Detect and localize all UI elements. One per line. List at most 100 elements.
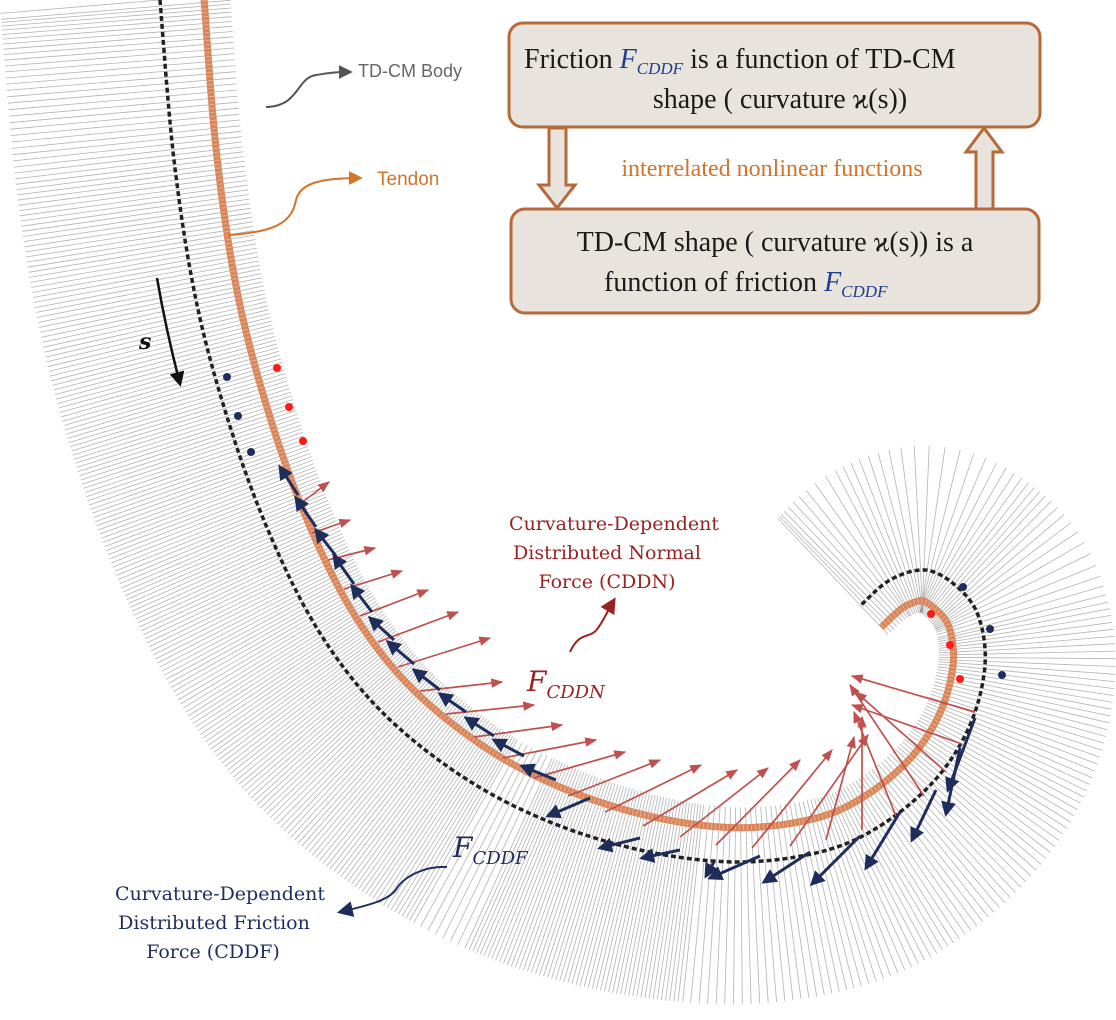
friction-force-arrow — [639, 848, 681, 863]
body-hatch-line — [86, 424, 302, 498]
body-hatch-line — [921, 445, 930, 613]
normal-force-arrow — [533, 750, 627, 779]
body-hatch-line — [27, 230, 254, 268]
body-hatch-line — [831, 792, 913, 968]
body-hatch-line — [315, 691, 454, 859]
body-hatch-line — [409, 737, 516, 921]
body-hatch-line — [51, 324, 273, 382]
body-hatch-line — [567, 786, 625, 984]
body-hatch-line — [820, 796, 884, 979]
body-hatch-line — [185, 595, 374, 713]
body-hatch-line — [175, 584, 368, 697]
body-hatch-line — [724, 807, 731, 1005]
body-hatch-line — [52, 328, 274, 386]
navy-dot — [223, 373, 231, 381]
body-hatch-line — [932, 507, 1058, 625]
body-hatch-line — [927, 491, 1041, 620]
tendon-label: Tendon — [377, 169, 439, 190]
body-hatch-line — [28, 234, 255, 273]
body-hatch-line — [155, 558, 355, 660]
body-hatch-line — [932, 687, 1106, 737]
friction-force-arrow — [411, 668, 441, 692]
body-hatch-line — [294, 679, 440, 841]
body-hatch-line — [161, 567, 359, 672]
cddf-caption-line-1: Curvature-Dependent — [115, 883, 325, 905]
body-hatch-line — [665, 802, 693, 1001]
body-hatch-line — [3, 31, 233, 50]
body-hatch-line — [9, 101, 239, 124]
body-hatch-line — [119, 496, 327, 585]
body-hatch-line — [257, 656, 418, 805]
body-hatch-line — [677, 804, 702, 1002]
body-hatch-line — [715, 806, 726, 1005]
body-hatch-line — [1, 0, 231, 20]
body-hatch-line — [848, 783, 949, 947]
body-hatch-line — [63, 362, 283, 426]
body-hatch-line — [133, 523, 339, 616]
body-hatch-line — [383, 727, 500, 906]
body-hatch-line — [94, 445, 309, 523]
body-hatch-line — [834, 791, 919, 964]
body-hatch-line — [123, 503, 330, 593]
body-hatch-line — [784, 804, 818, 997]
body-hatch-line — [934, 681, 1109, 724]
friction-force-arrow — [491, 738, 525, 758]
body-hatch-line — [25, 216, 252, 253]
body-hatch-line — [575, 787, 630, 986]
body-hatch-line — [0, 0, 165, 14]
body-hatch-line — [32, 252, 258, 293]
body-hatch-line — [938, 608, 1110, 643]
body-hatch-line — [146, 546, 349, 644]
body-hatch-line — [895, 748, 1032, 877]
body-hatch-line — [168, 576, 363, 684]
body-hatch-line — [59, 350, 280, 413]
body-hatch-line — [938, 661, 1116, 675]
body-hatch-line — [354, 713, 480, 888]
body-hatch-line — [765, 806, 786, 1002]
body-hatch-line — [19, 180, 247, 211]
body-hatch-line — [579, 788, 633, 987]
body-hatch-line — [180, 589, 371, 705]
body-hatch-line — [937, 669, 1114, 696]
body-hatch-line — [919, 716, 1081, 804]
body-hatch-line — [67, 373, 286, 439]
body-hatch-line — [915, 722, 1075, 817]
shape-depends-on-friction-box: TD-CM shape ( curvature ϰ(s)) is a funct… — [509, 207, 1041, 315]
body-hatch-line — [464, 757, 553, 949]
body-hatch-line — [142, 539, 346, 636]
body-hatch-line — [110, 480, 321, 564]
body-hatch-line — [47, 313, 270, 368]
body-hatch-line — [41, 293, 266, 343]
up-hollow-arrow — [963, 125, 1005, 211]
body-hatch-line — [216, 625, 394, 757]
body-hatch-line — [75, 395, 293, 464]
body-hatch-line — [11, 119, 241, 143]
body-hatch-line — [232, 639, 404, 778]
body-hatch-line — [842, 466, 914, 615]
body-hatch-line — [39, 285, 264, 333]
body-hatch-line — [468, 758, 556, 951]
normal-force-arrow — [567, 759, 662, 797]
body-hatch-line — [157, 561, 356, 664]
body-hatch-line — [38, 281, 263, 328]
body-hatch-line — [6, 65, 236, 85]
body-hatch-line — [886, 756, 1016, 893]
body-hatch-line — [531, 777, 599, 973]
body-hatch-line — [1, 3, 231, 23]
body-hatch-line — [89, 431, 304, 506]
body-hatch-line — [397, 733, 509, 915]
body-hatch-line — [208, 618, 389, 746]
body-hatch-line — [269, 665, 426, 818]
cddn-caption-line-1: Curvature-Dependent — [509, 513, 719, 535]
body-hatch-line — [244, 648, 411, 792]
body-hatch-line — [64, 365, 284, 431]
body-hatch-line — [2, 25, 233, 45]
body-hatch-line — [499, 768, 577, 963]
body-hatch-line — [628, 797, 667, 996]
body-hatch-line — [770, 806, 794, 1001]
body-hatch-line — [301, 683, 445, 847]
body-hatch-line — [559, 784, 619, 981]
body-hatch-line — [227, 634, 401, 771]
body-hatch-line — [15, 151, 244, 180]
tendon-path — [200, 0, 958, 832]
